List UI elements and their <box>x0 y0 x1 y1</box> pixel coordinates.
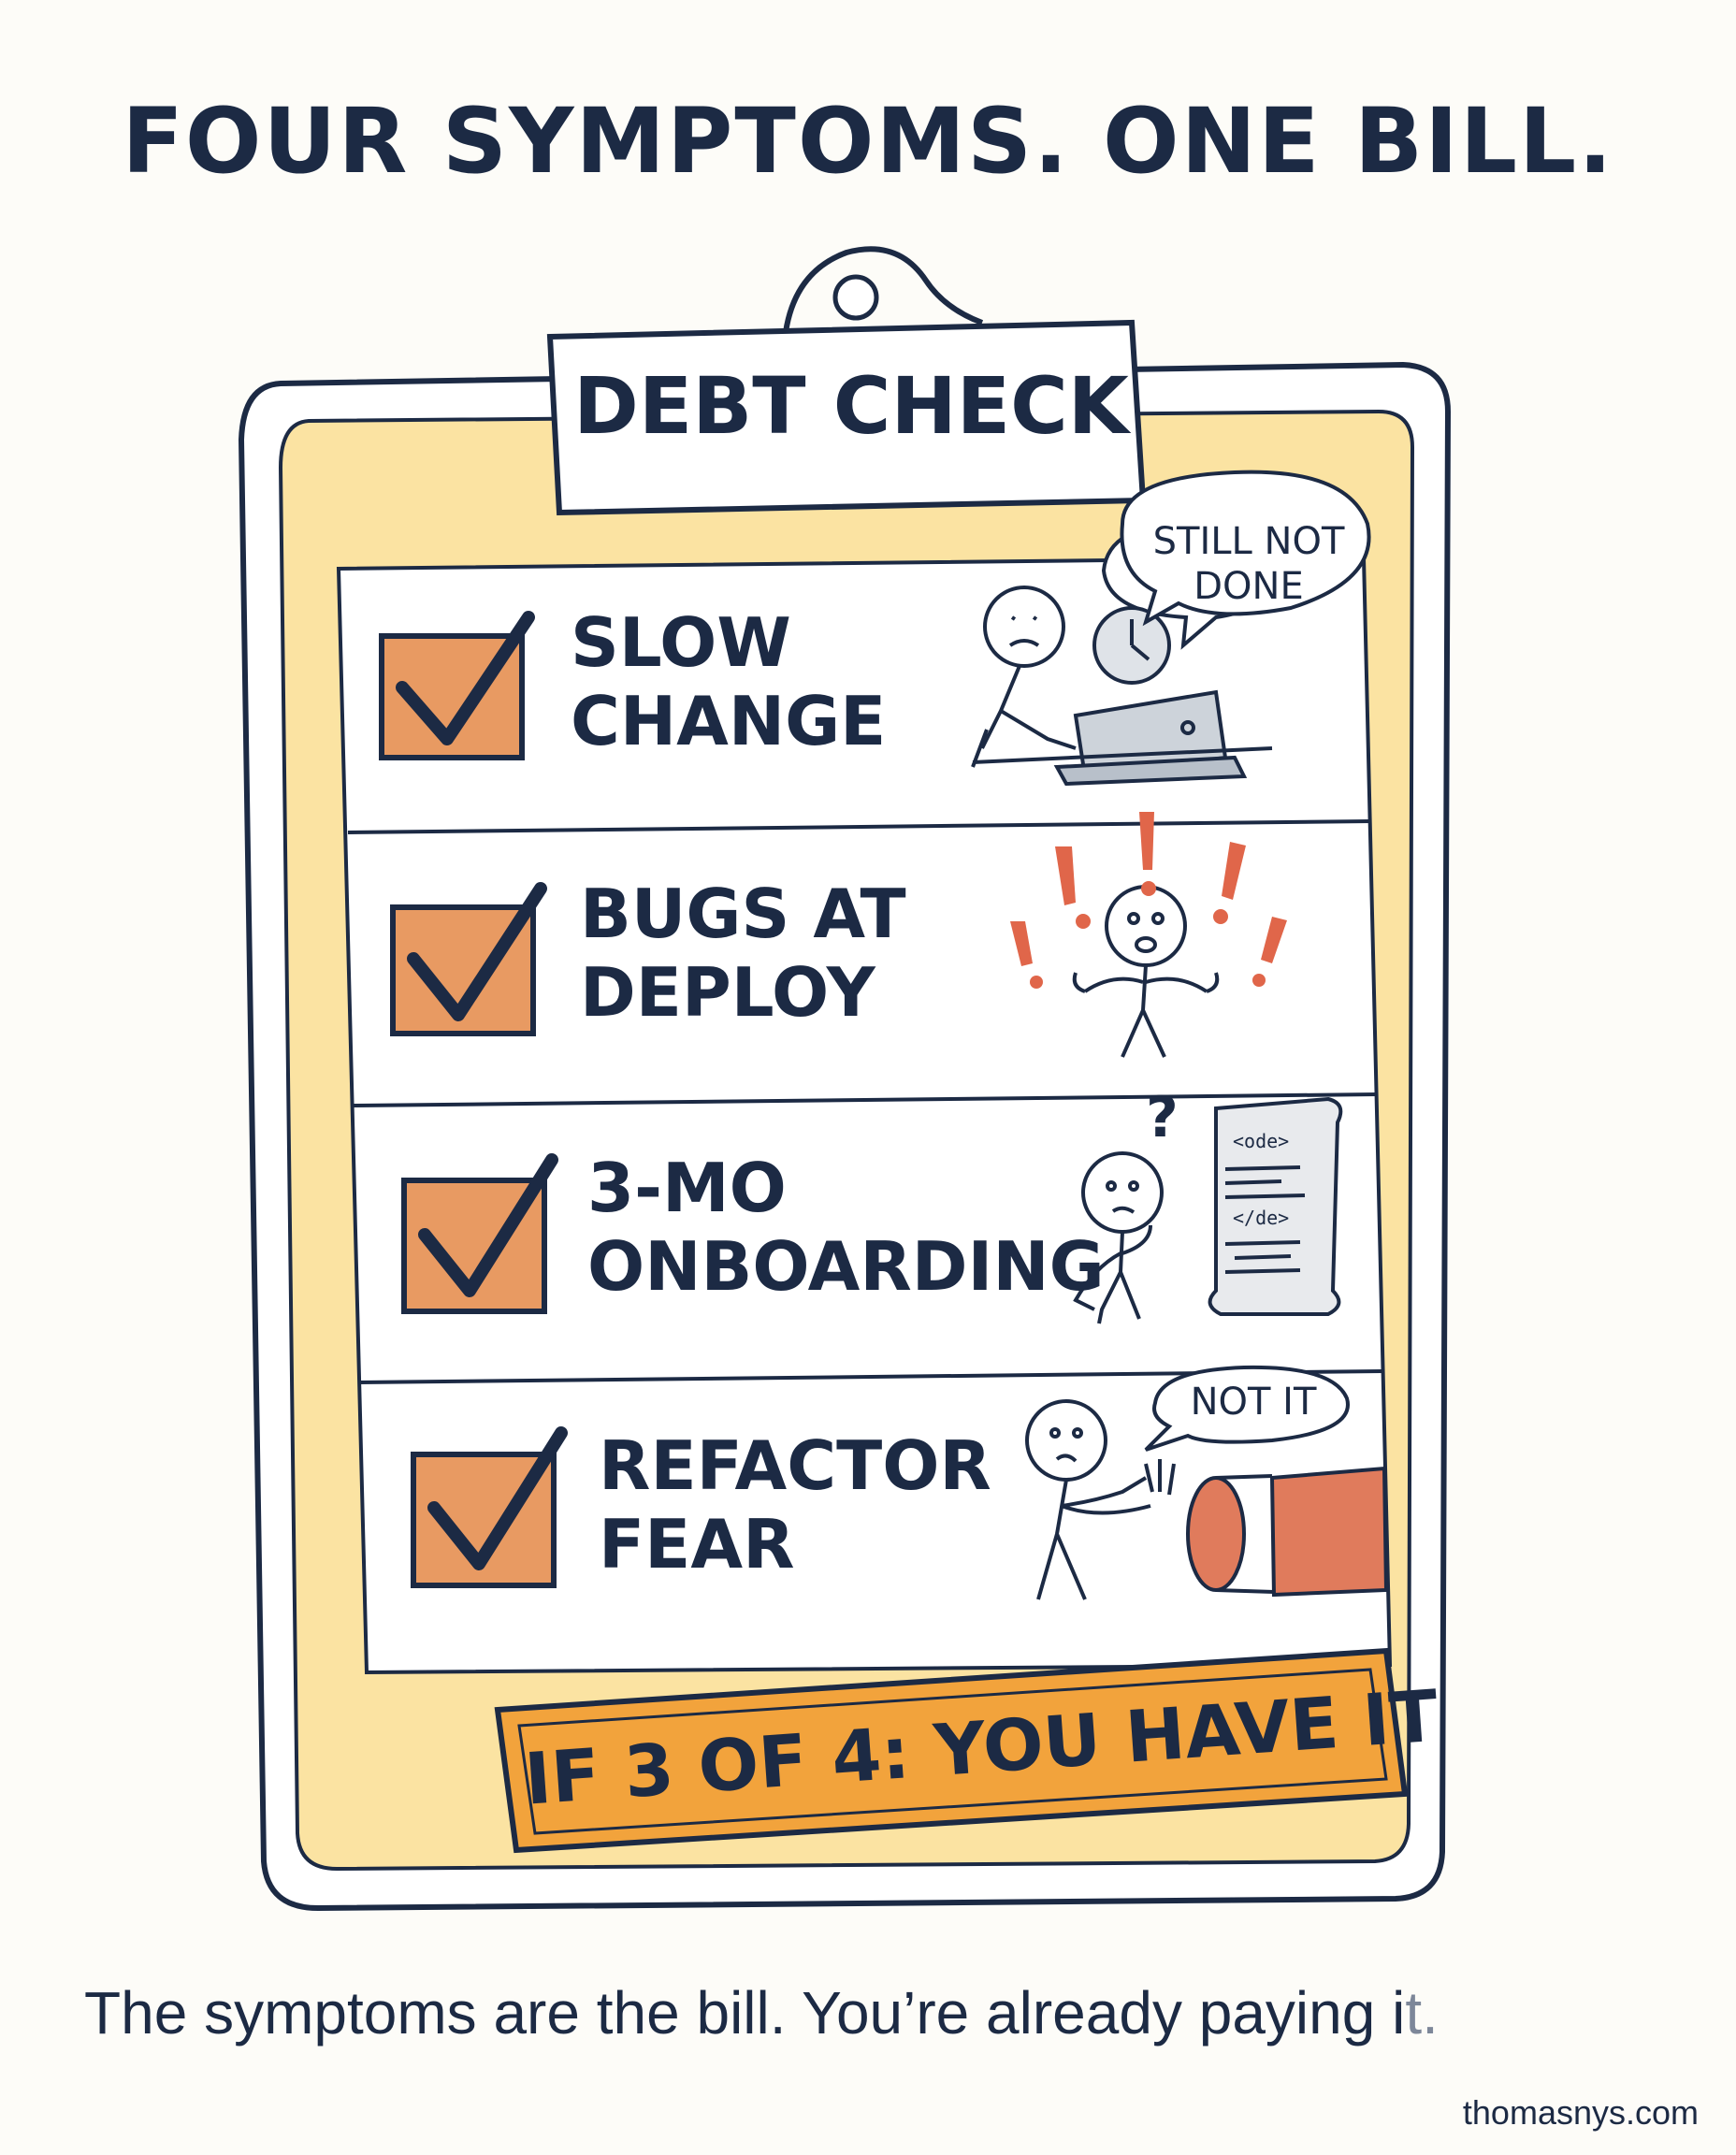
row-label-bugs-at-deploy: BUGS AT DEPLOY <box>580 875 906 1032</box>
speech-bubble-1-text: STILL NOT DONE <box>1152 520 1345 608</box>
checkbox-3[interactable] <box>401 1153 558 1314</box>
checklist-header: DEBT CHECK <box>573 360 1129 452</box>
checkmark-icon <box>396 611 535 745</box>
checkmark-icon <box>418 1153 558 1297</box>
speech-bubble-2-text: NOT IT <box>1190 1381 1317 1424</box>
checkbox-1[interactable] <box>379 611 535 760</box>
code-scroll-top: <ode> <box>1233 1130 1290 1152</box>
row-label-onboarding: 3-MO ONBOARDING <box>587 1149 1105 1306</box>
svg-text:?: ? <box>1146 1085 1179 1150</box>
row-label-refactor-fear: REFACTOR FEAR <box>599 1426 991 1584</box>
site-credit: thomasnys.com <box>1462 2093 1699 2132</box>
clip-hole <box>832 274 879 321</box>
result-banner <box>494 1647 1409 1854</box>
person-code-scroll-icon: ? <box>1073 1085 1343 1324</box>
person-pipe-icon <box>1025 1399 1389 1600</box>
checkmark-icon <box>407 882 547 1021</box>
checkbox-2[interactable] <box>390 882 547 1036</box>
speech-bubble-1 <box>1120 470 1371 627</box>
row-label-slow-change: SLOW CHANGE <box>571 603 887 760</box>
checkbox-4[interactable] <box>411 1426 568 1588</box>
clip-hook <box>783 246 984 333</box>
speech-bubble-2 <box>1144 1365 1350 1452</box>
checkmark-icon <box>427 1426 568 1570</box>
page-title: FOUR SYMPTOMS. ONE BILL. <box>122 89 1614 194</box>
exclamation-marks-icon <box>1010 812 1287 989</box>
caption: The symptoms are the bill. You’re alread… <box>84 1979 1439 2047</box>
code-scroll-bottom: </de> <box>1233 1207 1290 1229</box>
